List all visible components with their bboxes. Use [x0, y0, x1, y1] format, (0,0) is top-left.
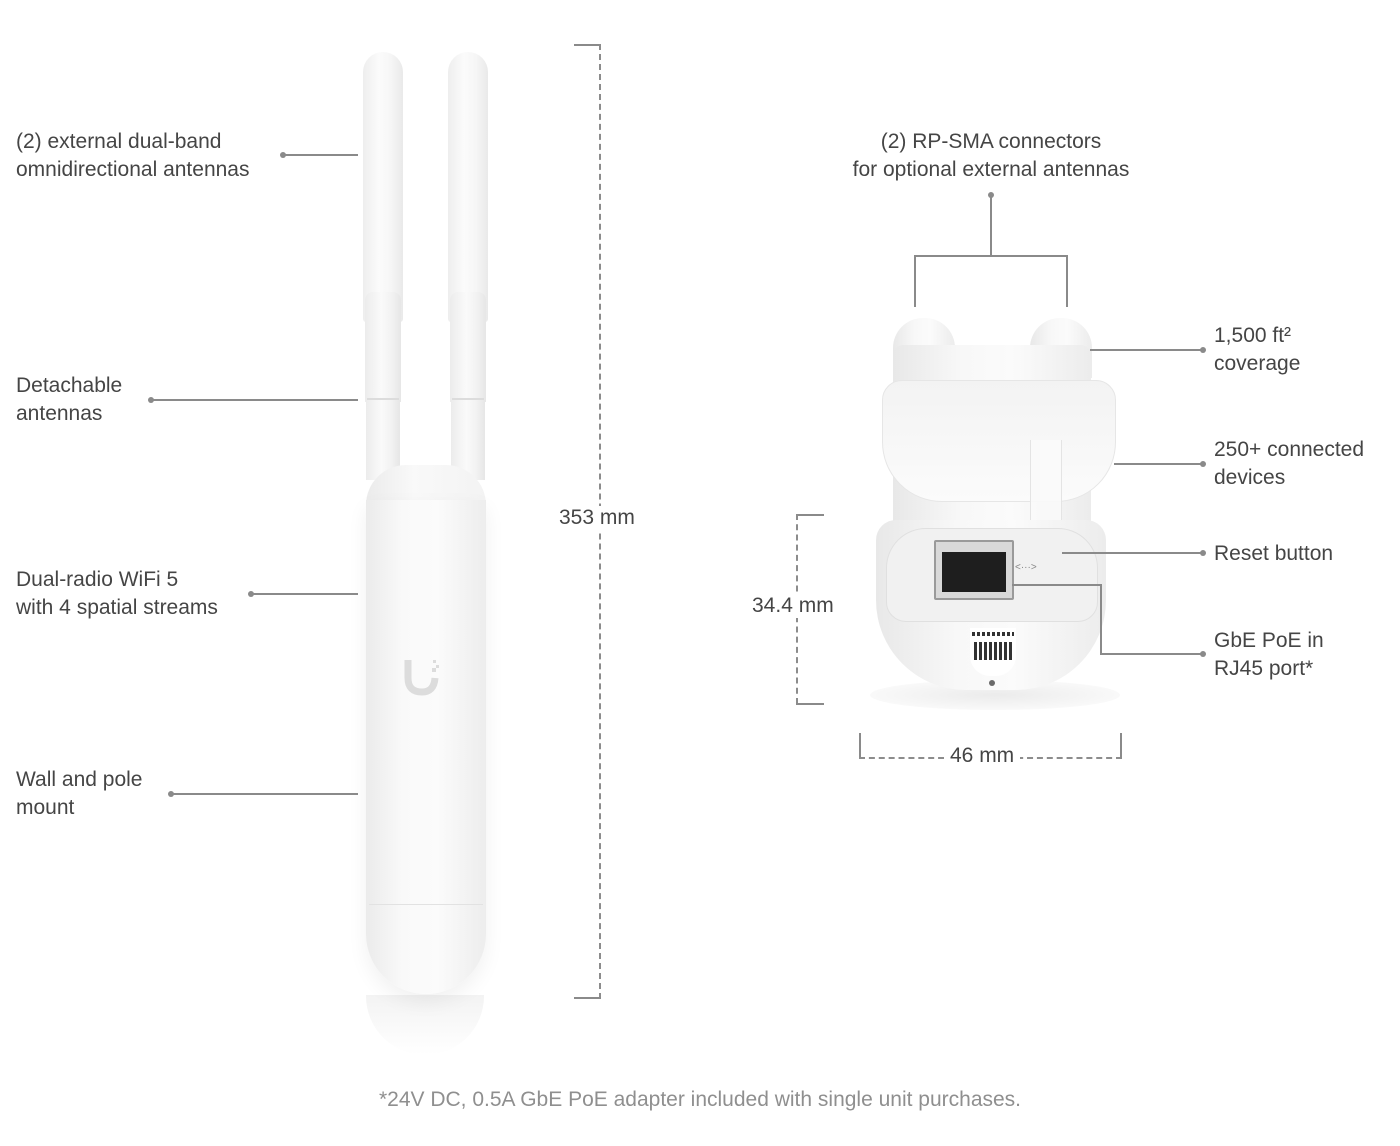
- leader-line: [251, 593, 358, 595]
- antenna-right-base: [450, 292, 486, 402]
- footnote: *24V DC, 0.5A GbE PoE adapter included w…: [378, 1088, 1022, 1111]
- leader-bracket-right: [1066, 255, 1068, 307]
- end-cap-seam: [369, 904, 483, 905]
- callout-external-antennas: (2) external dual-band omnidirectional a…: [16, 130, 250, 181]
- leader-line: [990, 195, 992, 257]
- leader-line: [171, 793, 358, 795]
- leader-line: [151, 399, 358, 401]
- dimension-tick-top: [574, 44, 601, 46]
- leader-line: [1062, 552, 1202, 554]
- dimension-tick-right: [1120, 733, 1122, 759]
- device-reflection: [366, 995, 484, 1055]
- leader-line: [1100, 653, 1202, 655]
- antenna-joint: [452, 398, 484, 400]
- barcode: [972, 632, 1014, 636]
- dimension-width-label: 46 mm: [944, 744, 1021, 768]
- device-body: [366, 500, 486, 994]
- leader-dot: [1200, 550, 1206, 556]
- leader-line: [1114, 463, 1202, 465]
- antenna-left-base: [365, 292, 401, 402]
- antenna-left: [363, 52, 403, 322]
- leader-line: [1090, 349, 1202, 351]
- antenna-right: [448, 52, 488, 322]
- dimension-tick-bottom: [796, 703, 824, 705]
- leader-line: [283, 154, 358, 156]
- dimension-depth-label: 34.4 mm: [746, 594, 840, 618]
- dimension-height-label: 353 mm: [553, 506, 641, 530]
- antenna-joint: [367, 398, 399, 400]
- leader-dot: [1200, 347, 1206, 353]
- leader-dot: [1200, 651, 1206, 657]
- dimension-tick-bottom: [574, 997, 601, 999]
- rj45-port: [934, 540, 1014, 600]
- led-indicator: [989, 680, 995, 686]
- port-cover-flap: [882, 380, 1116, 502]
- leader-line: [1012, 584, 1102, 586]
- port-symbol: <···>: [1015, 562, 1037, 573]
- ubiquiti-logo-icon: [404, 660, 439, 696]
- callout-poe-port: GbE PoE in RJ45 port*: [1214, 629, 1324, 680]
- callout-rp-sma: (2) RP-SMA connectors for optional exter…: [852, 130, 1130, 181]
- qr-code: [974, 642, 1012, 660]
- leader-bracket-left: [914, 255, 916, 307]
- callout-wall-pole-mount: Wall and pole mount: [16, 768, 143, 819]
- callout-reset-button: Reset button: [1214, 542, 1334, 565]
- callout-dual-radio: Dual-radio WiFi 5 with 4 spatial streams: [16, 568, 218, 619]
- callout-connected-devices: 250+ connected devices: [1214, 438, 1365, 489]
- leader-bracket: [914, 255, 1068, 257]
- leader-line: [1100, 584, 1102, 655]
- dimension-tick-top: [796, 514, 824, 516]
- dimension-tick-left: [859, 733, 861, 759]
- leader-dot: [1200, 461, 1206, 467]
- callout-detachable-antennas: Detachable antennas: [16, 374, 123, 425]
- callout-coverage: 1,500 ft² coverage: [1214, 324, 1301, 375]
